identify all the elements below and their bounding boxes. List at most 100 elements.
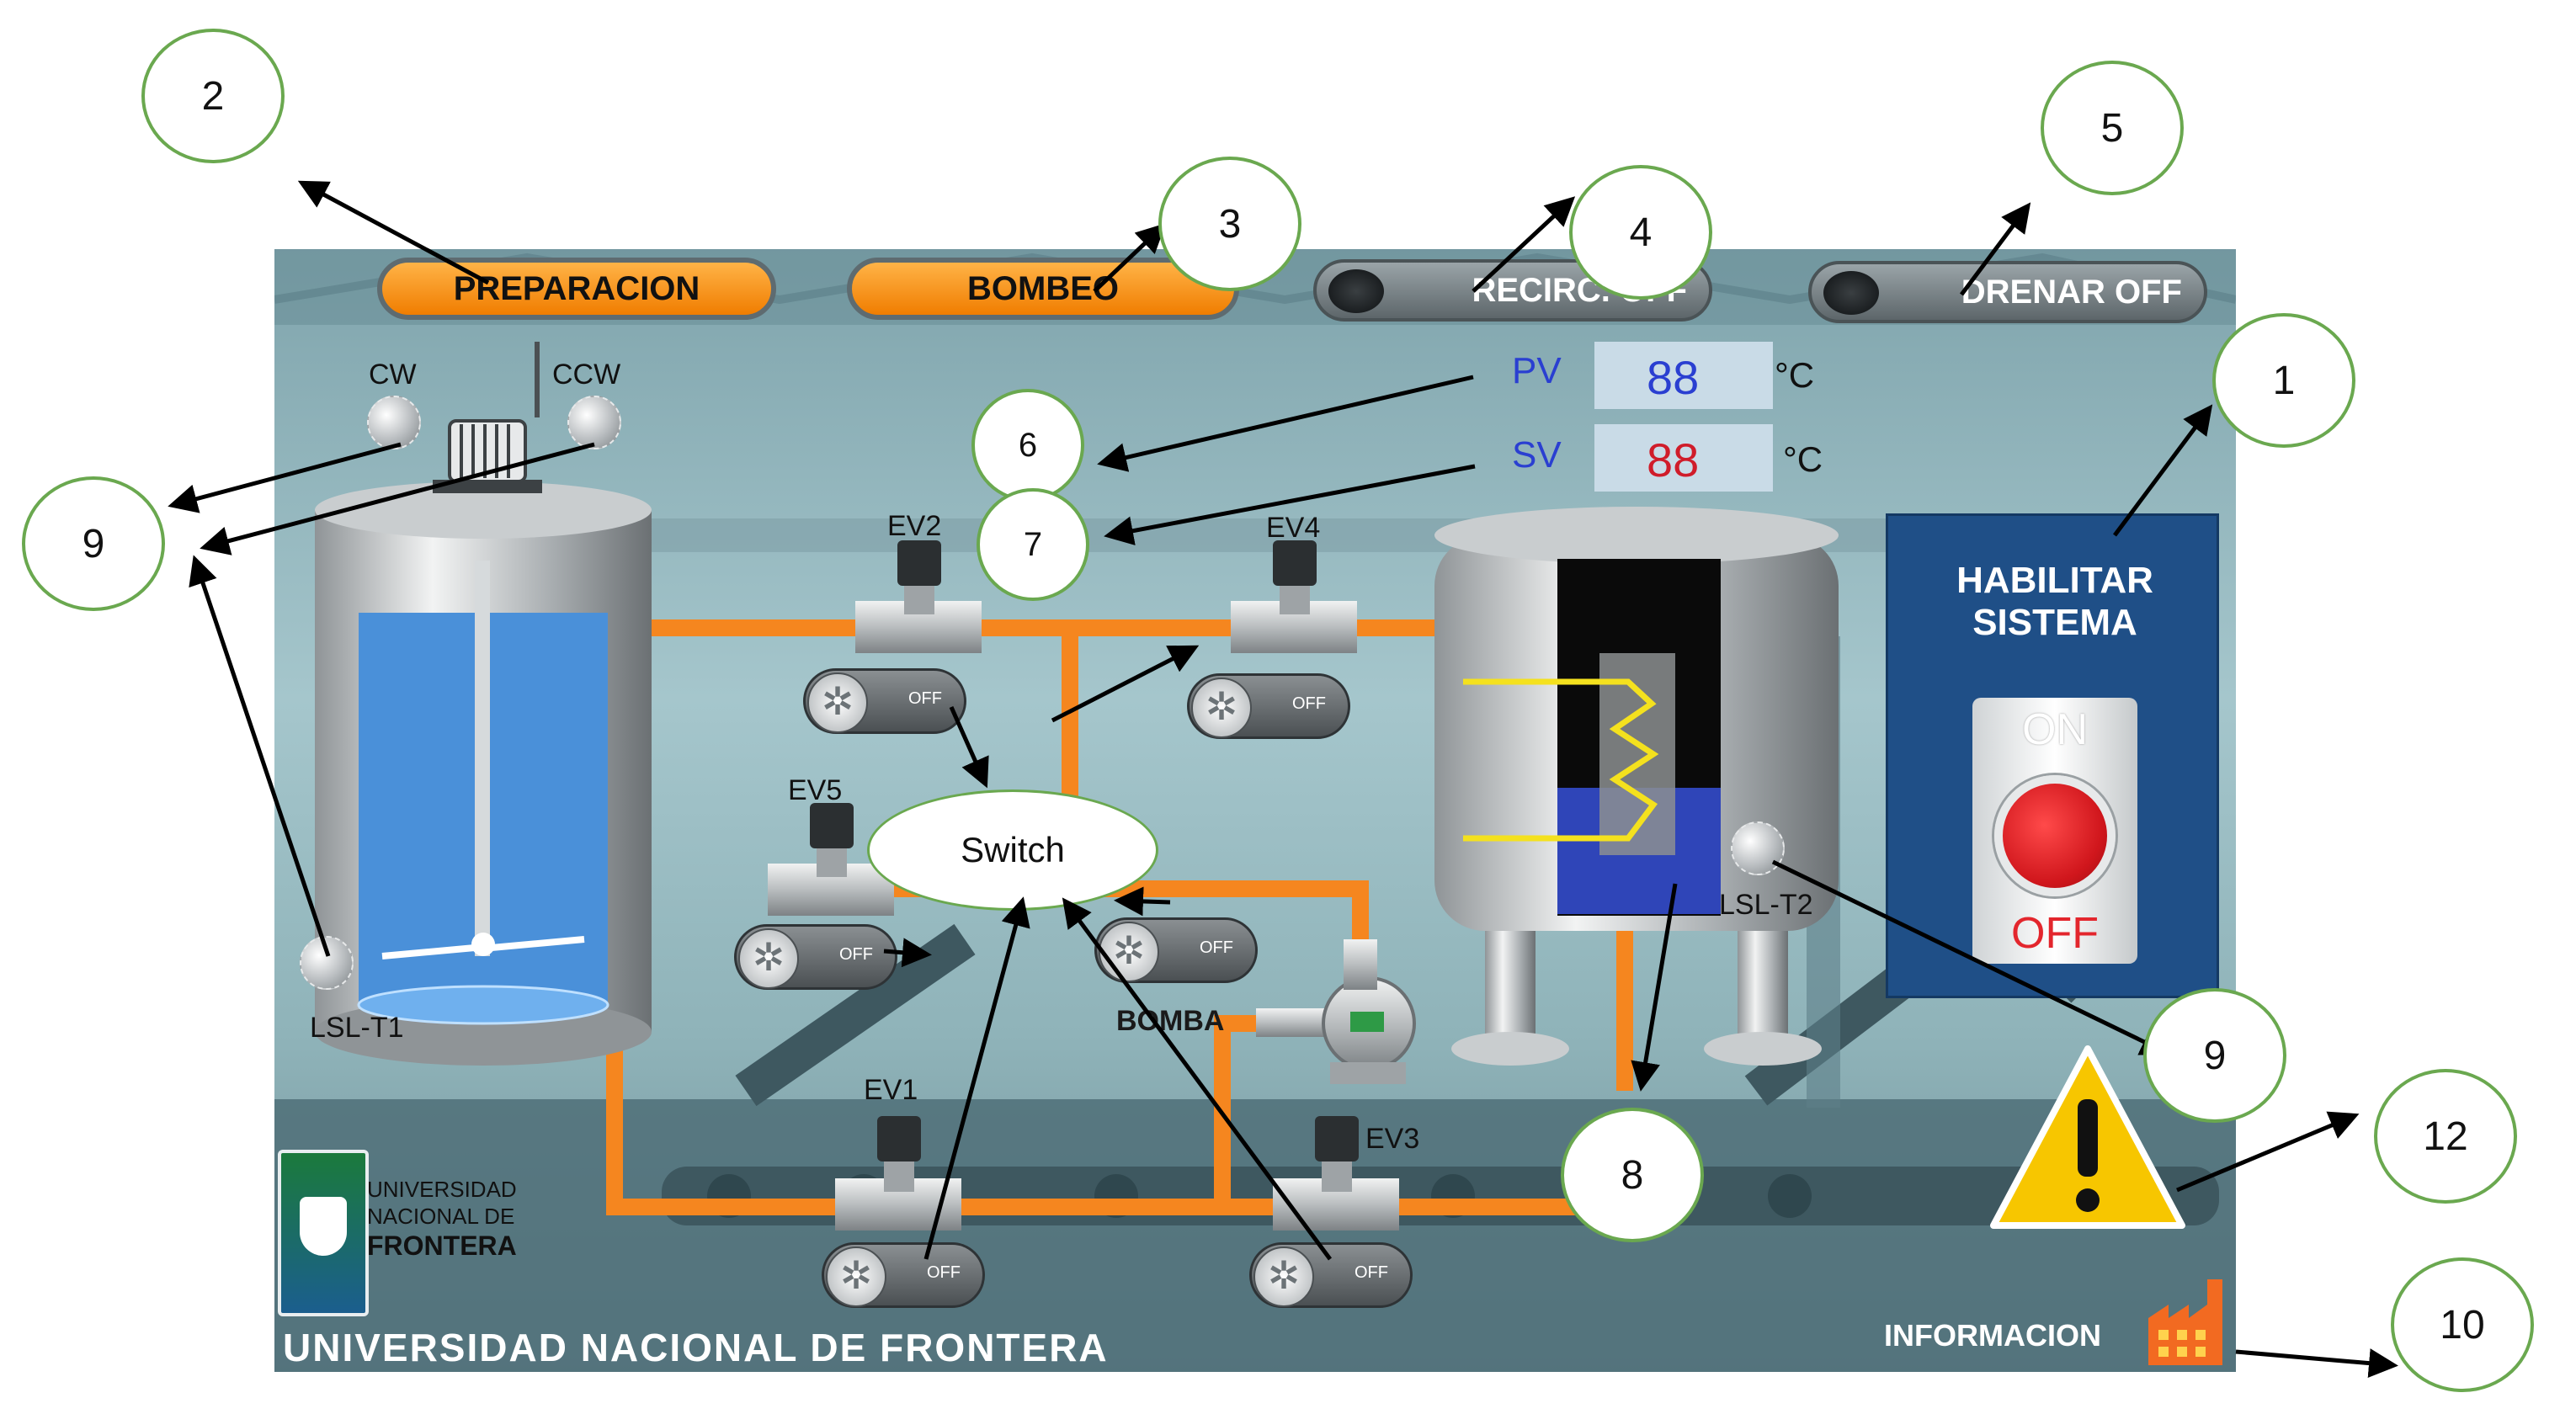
arrow-8: [1631, 883, 1678, 1092]
ev5-label: EV5: [788, 774, 843, 806]
fan-icon: ✲: [1253, 1247, 1314, 1307]
ev3-valve-body: [1273, 1116, 1399, 1231]
habilitar-sistema-panel: HABILITAR SISTEMA ON OFF: [1886, 513, 2219, 998]
university-logo: [278, 1150, 369, 1316]
ev1-toggle[interactable]: ✲ OFF: [822, 1242, 985, 1308]
tank-1: [315, 476, 652, 1066]
pump-toggle[interactable]: ✲ OFF: [1094, 917, 1258, 983]
arrow-10: [2235, 1348, 2398, 1379]
ccw-indicator: [567, 396, 621, 449]
arrow-9c: [189, 555, 331, 957]
ev3-label: EV3: [1365, 1123, 1420, 1155]
arrow-sw-e: [923, 896, 1030, 1260]
pump-toggle-state: OFF: [1200, 938, 1233, 957]
cw-label: CW: [369, 359, 417, 391]
callout-1: 1: [2212, 313, 2355, 448]
callout-4: 4: [1569, 165, 1712, 300]
lsl-t1-label: LSL-T1: [310, 1012, 404, 1044]
sv-label: SV: [1512, 434, 1562, 476]
arrow-12: [2176, 1111, 2360, 1193]
ev3-toggle-state: OFF: [1355, 1263, 1388, 1282]
panel-title-line-2: SISTEMA: [1972, 602, 2137, 643]
logo-text-line-2: NACIONAL DE: [367, 1204, 515, 1229]
callout-2: 2: [141, 29, 285, 163]
fan-icon: ✲: [1099, 922, 1159, 982]
ev2-toggle-state: OFF: [908, 689, 942, 708]
ev4-toggle-state: OFF: [1292, 694, 1326, 713]
callout-9-left: 9: [22, 476, 165, 611]
arrow-4: [1472, 196, 1576, 293]
hmi-screen: PREPARACION BOMBEO RECIRC. OFF DRENAR OF…: [274, 249, 2236, 1372]
fan-icon: ✲: [738, 928, 799, 989]
logo-text-line-1: UNIVERSIDAD: [367, 1177, 517, 1202]
panel-title-line-1: HABILITAR: [1956, 560, 2153, 601]
arrow-2: [297, 180, 490, 285]
callout-8: 8: [1561, 1108, 1704, 1242]
callout-12: 12: [2374, 1069, 2517, 1204]
arrow-9b: [200, 442, 595, 556]
pv-value-box: [1594, 342, 1773, 409]
fan-icon: ✲: [1191, 678, 1252, 738]
ev2-toggle[interactable]: ✲ OFF: [803, 668, 966, 734]
arrow-3: [1093, 223, 1167, 293]
pv-unit: °C: [1775, 355, 1815, 395]
tank-1-body: [315, 481, 652, 1066]
logo-text-line-3: FRONTERA: [367, 1231, 517, 1261]
lsl-t2-sensor: [1731, 821, 1785, 875]
power-switch-button[interactable]: [1994, 775, 2116, 896]
switch-label: Switch: [961, 830, 1065, 869]
switch-annotation: Switch: [867, 789, 1158, 911]
ev2-valve-body: [855, 540, 982, 653]
arrow-sw-f: [1062, 897, 1333, 1261]
pv-label: PV: [1512, 350, 1562, 391]
preparacion-button[interactable]: PREPARACION: [377, 258, 776, 320]
factory-icon[interactable]: [2143, 1276, 2227, 1369]
callout-10: 10: [2391, 1257, 2534, 1392]
pv-value: 88: [1647, 351, 1700, 404]
power-switch-off-label: OFF: [2011, 909, 2099, 958]
arrow-sw-b: [1051, 645, 1200, 723]
bombeo-button[interactable]: BOMBEO: [847, 258, 1239, 320]
fan-icon: ✲: [807, 672, 868, 733]
drenar-button[interactable]: DRENAR OFF: [1808, 261, 2207, 323]
arrow-9d: [1771, 859, 2171, 1055]
recirc-indicator-lamp: [1328, 269, 1384, 313]
valve-graphics: [768, 540, 1416, 1231]
callout-3: 3: [1158, 157, 1301, 291]
ev1-toggle-state: OFF: [927, 1263, 961, 1282]
ev4-valve-body: [1231, 540, 1357, 653]
ev2-label: EV2: [887, 510, 942, 542]
bomba-label: BOMBA: [1116, 1005, 1225, 1037]
lsl-t1-sensor: [300, 936, 354, 990]
ev5-toggle[interactable]: ✲ OFF: [734, 924, 897, 990]
power-switch-on-label: ON: [2022, 705, 2088, 754]
informacion-label[interactable]: INFORMACION: [1884, 1318, 2101, 1353]
arrow-9a: [168, 442, 402, 513]
cw-indicator: [367, 396, 421, 449]
callout-6: 6: [971, 389, 1084, 502]
power-switch[interactable]: ON OFF: [1972, 698, 2137, 964]
ev5-valve-body: [768, 803, 894, 916]
agitator-shaft-top: [535, 342, 540, 417]
arrow-sw-d: [1114, 886, 1171, 917]
arrow-5: [1960, 202, 2031, 296]
arrow-6: [1097, 375, 1474, 472]
callout-9-right: 9: [2143, 988, 2286, 1123]
drenar-button-label: DRENAR OFF: [1961, 273, 2182, 311]
fan-icon: ✲: [826, 1247, 886, 1307]
sv-value-box: [1594, 424, 1773, 492]
warning-icon[interactable]: [1987, 1040, 2189, 1234]
callout-7: 7: [977, 488, 1089, 601]
drenar-indicator-lamp: [1823, 271, 1879, 315]
sv-unit: °C: [1783, 439, 1823, 479]
sv-value: 88: [1647, 433, 1700, 486]
arrow-sw-c: [883, 938, 932, 968]
ev1-label: EV1: [864, 1074, 918, 1106]
pump-body: [1256, 939, 1416, 1084]
lsl-t2-label: LSL-T2: [1719, 889, 1813, 921]
ev4-toggle[interactable]: ✲ OFF: [1187, 673, 1350, 739]
ev3-toggle[interactable]: ✲ OFF: [1249, 1242, 1413, 1308]
arrow-1: [2112, 404, 2213, 537]
